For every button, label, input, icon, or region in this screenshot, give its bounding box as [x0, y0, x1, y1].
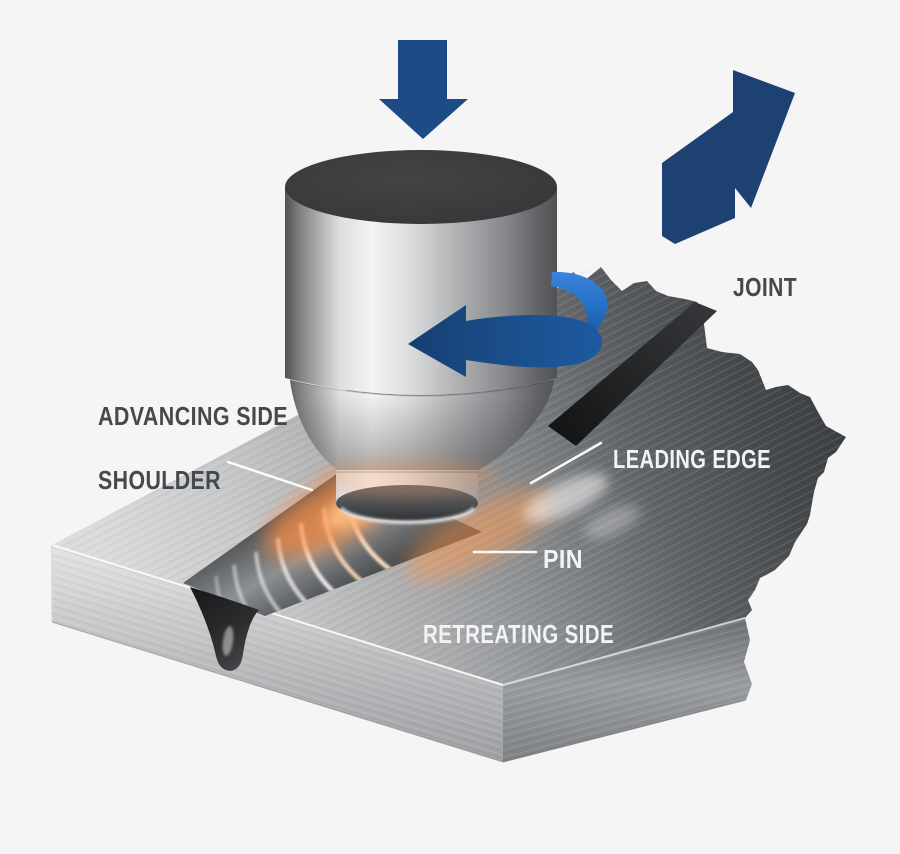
plate-front-right-texture [503, 618, 752, 762]
front-bottom-edge [51, 621, 504, 763]
plate-front-left-texture [52, 545, 503, 762]
rotation-arrow-front-band [408, 305, 603, 377]
cone-heat-reflection [315, 457, 499, 497]
specular-bloom-small [584, 505, 640, 539]
leading-edge-leader-line [529, 441, 603, 485]
label-leading-edge: LEADING EDGE [613, 444, 771, 474]
cone-junction-line [289, 379, 555, 397]
label-joint: JOINT [733, 272, 797, 302]
right-edge-highlight [502, 617, 746, 686]
label-shoulder: SHOULDER [98, 465, 221, 495]
displaced-metal-crescent [339, 506, 476, 525]
plunge-force-arrow-icon [379, 40, 468, 139]
joint-groove [548, 302, 717, 446]
specular-bloom [523, 473, 609, 523]
label-advancing-side: ADVANCING SIDE [98, 401, 288, 431]
front-edge-highlight [51, 544, 504, 686]
label-pin: PIN [543, 544, 583, 574]
weld-exit-funnel [190, 587, 259, 671]
rotation-arrow-icon [408, 271, 608, 377]
labels: ADVANCING SIDE SHOULDER JOINT LEADING ED… [98, 272, 797, 649]
leader-lines [226, 441, 603, 554]
tool-cone-shading [290, 380, 554, 474]
shoulder-leader-line [226, 460, 314, 492]
funnel-highlight [222, 626, 234, 656]
label-retreating-side: RETREATING SIDE [423, 619, 614, 649]
right-bottom-edge [502, 699, 747, 763]
travel-direction-arrow-icon [662, 70, 795, 244]
tool-top-face [285, 150, 557, 224]
